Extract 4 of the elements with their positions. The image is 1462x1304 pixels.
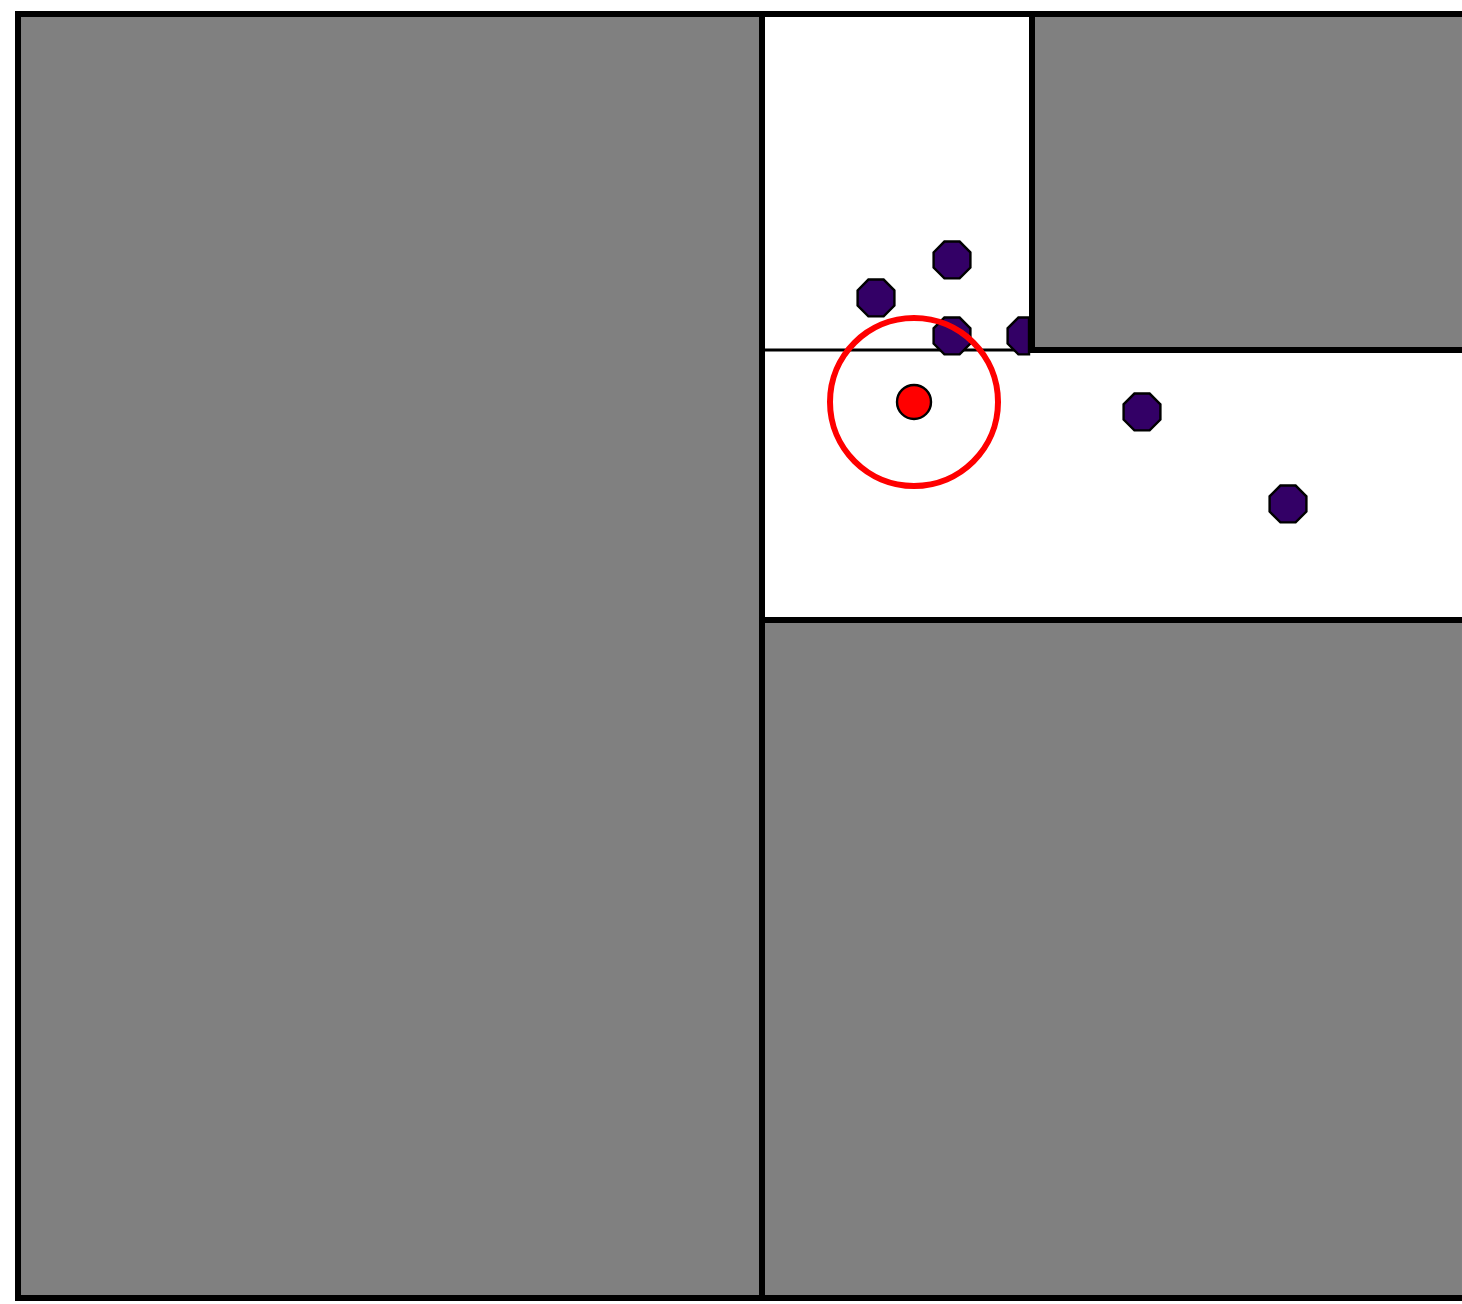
- wall-block: [759, 616, 1462, 1301]
- wall-block: [1029, 10, 1462, 353]
- robot-dot: [895, 383, 933, 421]
- range-circle: [827, 314, 1001, 489]
